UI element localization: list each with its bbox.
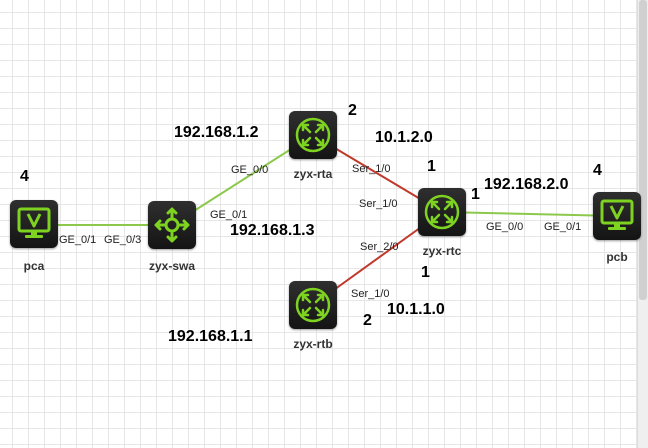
port-label-pcb-ge01: GE_0/1: [544, 221, 582, 233]
port-label-rtc-ser10: Ser_1/0: [359, 198, 398, 210]
number-label-pca: 4: [20, 168, 29, 185]
node-pca[interactable]: [10, 200, 58, 248]
number-label-rtc-bottom: 1: [421, 264, 430, 281]
port-label-rta-ser10: Ser_1/0: [352, 163, 391, 175]
monitor-icon: [600, 199, 634, 230]
node-label-rta: zyx-rta: [293, 167, 333, 181]
port-label-rtc-ser20: Ser_2/0: [360, 241, 399, 253]
number-label-rtb: 2: [363, 312, 372, 329]
monitor-icon: [17, 207, 51, 238]
port-label-rtb-ser10: Ser_1/0: [351, 288, 390, 300]
link-rtc-pcb[interactable]: [441, 211, 618, 217]
node-label-rtb: zyx-rtb: [293, 337, 333, 351]
node-label-swa: zyx-swa: [148, 259, 196, 273]
node-label-rtc: zyx-rtc: [422, 244, 462, 258]
switch-arrows-icon: [154, 207, 190, 243]
network-label-rtc-pcb: 192.168.2.0: [484, 176, 569, 193]
number-label-rta: 2: [348, 102, 357, 119]
ip-label-rtb: 192.168.1.1: [168, 328, 253, 345]
number-label-rtc-top: 1: [427, 158, 436, 175]
scrollbar-thumb[interactable]: [639, 0, 647, 300]
node-rtc[interactable]: [418, 188, 466, 236]
router-arrows-icon: [295, 117, 331, 153]
node-pcb[interactable]: [593, 192, 641, 240]
router-arrows-icon: [295, 287, 331, 323]
port-label-pca-ge01: GE_0/1: [59, 234, 97, 246]
node-rta[interactable]: [289, 111, 337, 159]
router-arrows-icon: [424, 194, 460, 230]
node-rtb[interactable]: [289, 281, 337, 329]
node-swa[interactable]: [148, 201, 196, 249]
network-label-rta-rtc: 10.1.2.0: [375, 129, 433, 146]
port-label-swa-ge01: GE_0/1: [210, 209, 248, 221]
ip-label-rta: 192.168.1.2: [174, 124, 259, 141]
port-label-rtc-ge00: GE_0/0: [486, 221, 524, 233]
port-label-rta-ge00: GE_0/0: [231, 164, 269, 176]
node-label-pca: pca: [23, 259, 45, 273]
number-label-rtc-right: 1: [471, 186, 480, 203]
network-label-rtb-rtc: 10.1.1.0: [387, 301, 445, 318]
node-label-pcb: pcb: [606, 250, 628, 264]
ip-label-swa: 192.168.1.3: [230, 222, 315, 239]
port-label-swa-ge03: GE_0/3: [104, 234, 142, 246]
number-label-pcb: 4: [593, 162, 602, 179]
